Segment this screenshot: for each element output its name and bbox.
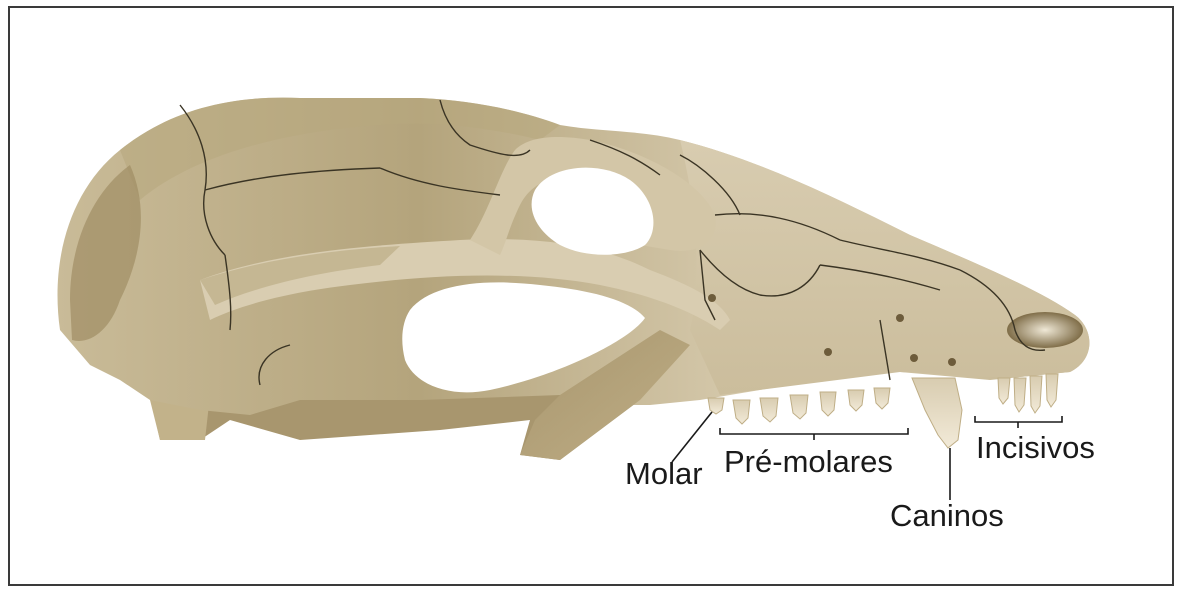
- premolar-tooth: [790, 395, 808, 419]
- incisor-tooth: [1046, 374, 1058, 407]
- molar-leader-line: [672, 412, 712, 462]
- incisor-tooth: [1030, 376, 1042, 413]
- nostril-opening: [1007, 312, 1083, 348]
- premolares-bracket: [720, 428, 908, 434]
- molar-label: Molar: [625, 458, 703, 489]
- premolar-tooth: [760, 398, 778, 422]
- incisor-tooth: [1014, 378, 1026, 412]
- premolar-tooth: [848, 390, 864, 411]
- molar-tooth: [708, 398, 724, 414]
- premolar-tooth: [733, 400, 750, 424]
- incisor-tooth: [998, 378, 1010, 404]
- incisivos-bracket: [975, 416, 1062, 422]
- incisivos-label: Incisivos: [976, 432, 1095, 463]
- canine-tooth: [912, 378, 962, 448]
- premolares-label: Pré-molares: [724, 446, 893, 477]
- premolar-tooth: [874, 388, 890, 409]
- caninos-label: Caninos: [890, 500, 1004, 531]
- premolar-tooth: [820, 392, 836, 416]
